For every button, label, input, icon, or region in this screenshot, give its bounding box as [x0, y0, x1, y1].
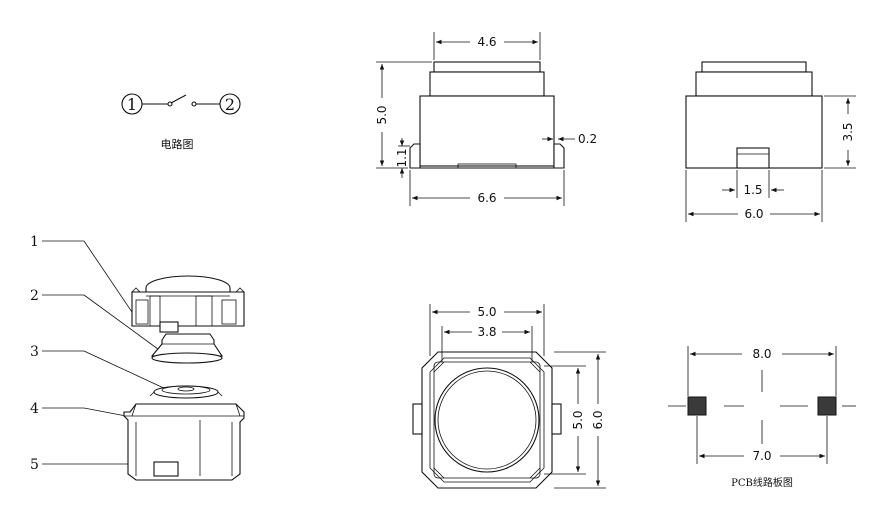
switch-lever: [170, 94, 187, 104]
dim-pcb-outer-span: 8.0: [752, 347, 771, 361]
dim-side-body-width: 6.0: [744, 207, 763, 221]
actuator-cap: [131, 275, 245, 333]
dim-front-height: 5.0: [375, 105, 389, 124]
base-housing: [123, 403, 245, 481]
pcb-pad-left: [687, 396, 707, 416]
node-2-label: 2: [225, 95, 235, 114]
plunger: [150, 333, 224, 364]
circuit-caption: 电路图: [161, 138, 194, 151]
contact-right: [191, 101, 197, 107]
dim-top-outer-width: 5.0: [477, 305, 496, 319]
dim-top-inner-width: 3.8: [477, 325, 496, 339]
part-label-1: 1: [30, 234, 39, 250]
dim-top-outer-height: 6.0: [591, 410, 605, 429]
dim-front-leg-height: 1.1: [395, 148, 409, 167]
pcb-layout: 8.0 7.0 PCB线路板图: [668, 346, 856, 489]
part-label-2: 2: [30, 288, 39, 304]
dim-side-body-height: 3.5: [841, 122, 855, 141]
circuit-diagram: 1 2 电路图: [121, 93, 241, 151]
side-view: 3.5 1.5 6.0: [685, 61, 856, 222]
part-label-4: 4: [30, 401, 39, 417]
exploded-view: 1 2 3 4 5: [30, 234, 245, 481]
pcb-caption: PCB线路板图: [731, 476, 793, 489]
node-1-label: 1: [127, 95, 137, 114]
dim-pcb-inner-span: 7.0: [752, 449, 771, 463]
part-label-5: 5: [30, 457, 39, 473]
dome-contact: [149, 385, 223, 399]
dim-side-slot-width: 1.5: [743, 183, 762, 197]
top-view: 5.0 3.8 5.0 6.0: [412, 304, 606, 489]
part-label-3: 3: [30, 344, 39, 360]
dim-front-base-width: 6.6: [477, 191, 496, 205]
node-circle-2: [219, 93, 241, 115]
dim-front-leg-thickness: 0.2: [578, 132, 597, 146]
terminal-pin: [153, 461, 179, 477]
pcb-pad-right: [817, 396, 837, 416]
dim-front-top-width: 4.6: [477, 35, 496, 49]
front-view: 4.6 5.0 1.1 0.2 6.6: [375, 32, 597, 206]
dim-top-inner-height: 5.0: [571, 410, 585, 429]
